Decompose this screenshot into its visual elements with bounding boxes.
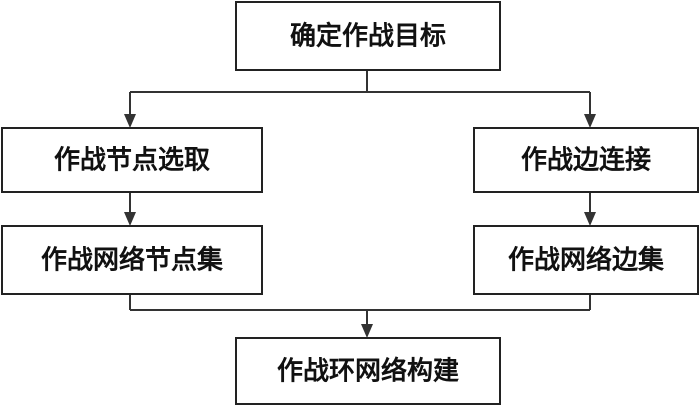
node-edge-set-label: 作战网络边集 bbox=[508, 245, 665, 276]
node-edge-connect: 作战边连接 bbox=[473, 127, 699, 193]
node-goal: 确定作战目标 bbox=[235, 1, 501, 71]
arrowhead-to-node-set bbox=[124, 212, 136, 226]
node-ring-build: 作战环网络构建 bbox=[235, 337, 501, 405]
node-ring-build-box bbox=[235, 337, 501, 405]
node-node-set: 作战网络节点集 bbox=[1, 225, 263, 295]
node-ring-build-label: 作战环网络构建 bbox=[277, 356, 459, 387]
node-node-set-box bbox=[1, 225, 263, 295]
arrowhead-to-ring-build bbox=[361, 324, 373, 338]
arrowhead-to-edge-set bbox=[584, 212, 596, 226]
node-node-select: 作战节点选取 bbox=[1, 127, 263, 193]
node-node-select-box bbox=[1, 127, 263, 193]
arrowhead-to-edge-connect bbox=[584, 114, 596, 128]
node-node-set-label: 作战网络节点集 bbox=[41, 245, 224, 276]
node-edge-set-box bbox=[473, 225, 699, 295]
node-edge-connect-label: 作战边连接 bbox=[521, 146, 651, 176]
node-node-select-label: 作战节点选取 bbox=[54, 145, 210, 176]
arrowhead-to-node-select bbox=[124, 114, 136, 128]
connectors bbox=[124, 70, 596, 338]
node-goal-box bbox=[235, 1, 501, 71]
node-edge-connect-box bbox=[473, 127, 699, 193]
node-edge-set: 作战网络边集 bbox=[473, 225, 699, 295]
node-goal-label: 确定作战目标 bbox=[290, 21, 446, 52]
